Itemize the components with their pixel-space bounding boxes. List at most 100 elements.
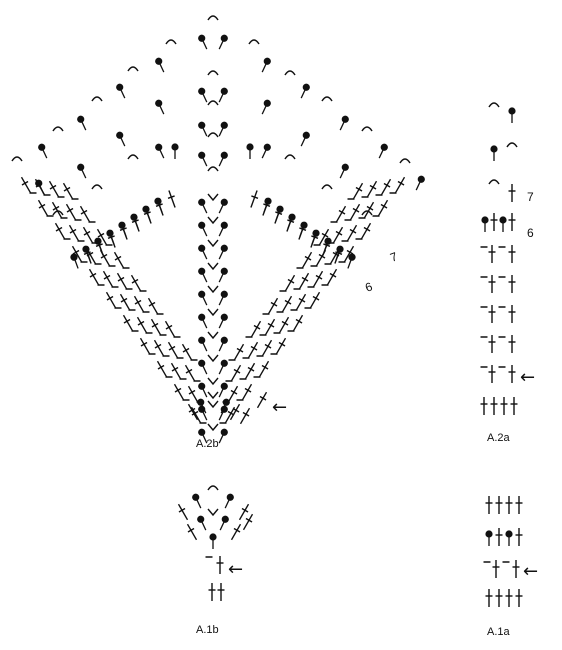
treble-stitch-symbol bbox=[479, 396, 489, 416]
treble-stitch-symbol bbox=[514, 588, 524, 608]
treble-stitch-symbol bbox=[491, 559, 501, 579]
bobble-dot-symbol bbox=[489, 144, 499, 162]
bobble-dot-symbol bbox=[258, 55, 273, 75]
chain-arc-symbol bbox=[207, 70, 219, 76]
bobble-dot-symbol bbox=[336, 113, 351, 133]
treble-stitch-symbol bbox=[507, 274, 517, 294]
chain-arc-symbol bbox=[207, 15, 219, 21]
row-start-arrow-a2a: ← bbox=[520, 367, 535, 388]
chain-arc-symbol bbox=[127, 154, 139, 160]
treble-stitch-symbol bbox=[514, 527, 524, 547]
treble-stitch-symbol bbox=[183, 521, 201, 543]
bobble-dot-symbol bbox=[215, 242, 230, 262]
bobble-dot-symbol bbox=[215, 265, 230, 285]
bobble-dot-symbol bbox=[196, 219, 211, 239]
chevron-symbol bbox=[207, 285, 219, 293]
bobble-dot-symbol bbox=[153, 97, 168, 117]
treble-stitch-symbol bbox=[289, 312, 307, 334]
treble-stitch-symbol bbox=[136, 335, 154, 357]
treble-stitch-symbol bbox=[509, 396, 519, 416]
treble-stitch-symbol bbox=[170, 381, 188, 403]
treble-stitch-symbol bbox=[494, 495, 504, 515]
bobble-dot-symbol bbox=[498, 215, 508, 233]
treble-stitch-symbol bbox=[34, 197, 52, 219]
bobble-dot-symbol bbox=[215, 219, 230, 239]
treble-stitch-symbol bbox=[374, 197, 392, 219]
treble-stitch-symbol bbox=[487, 274, 497, 294]
bobble-dot-symbol bbox=[480, 215, 490, 233]
chevron-symbol bbox=[207, 400, 219, 408]
bobble-dot-symbol bbox=[196, 288, 211, 308]
treble-stitch-symbol bbox=[489, 396, 499, 416]
treble-stitch-symbol bbox=[507, 212, 517, 232]
chain-arc-symbol bbox=[207, 485, 219, 491]
bobble-dot-symbol bbox=[196, 196, 211, 216]
treble-stitch-symbol bbox=[494, 527, 504, 547]
chart-a2a bbox=[479, 102, 519, 416]
chain-arc-symbol bbox=[207, 132, 219, 138]
bobble-dot-symbol bbox=[507, 106, 517, 124]
treble-stitch-symbol bbox=[102, 289, 120, 311]
bobble-dot-symbol bbox=[196, 85, 211, 105]
bobble-dot-symbol bbox=[215, 32, 230, 52]
chain-arc-symbol bbox=[399, 158, 411, 164]
bobble-dot-symbol bbox=[258, 97, 273, 117]
treble-stitch-symbol bbox=[323, 266, 341, 288]
bobble-dot-symbol bbox=[215, 85, 230, 105]
bobble-dot-symbol bbox=[215, 288, 230, 308]
chart-label-a1b: A.1b bbox=[196, 624, 219, 636]
chain-arc-symbol bbox=[321, 96, 333, 102]
treble-stitch-symbol bbox=[164, 188, 180, 210]
chain-arc-symbol bbox=[207, 100, 219, 106]
bobble-dot-symbol bbox=[153, 55, 168, 75]
row-number-6-a2b: 6 bbox=[363, 279, 374, 295]
bobble-dot-symbol bbox=[75, 161, 90, 181]
bobble-dot-symbol bbox=[196, 265, 211, 285]
treble-stitch-symbol bbox=[504, 495, 514, 515]
chain-arc-symbol bbox=[165, 39, 177, 45]
bobble-dot-symbol bbox=[297, 129, 312, 149]
chevron-symbol bbox=[207, 354, 219, 362]
treble-stitch-symbol bbox=[246, 188, 262, 210]
chart-label-a2a: A.2a bbox=[487, 432, 511, 444]
chain-arc-symbol bbox=[284, 154, 296, 160]
bobble-dot-symbol bbox=[208, 532, 218, 550]
bobble-dot-symbol bbox=[75, 113, 90, 133]
chain-arc-symbol bbox=[91, 184, 103, 190]
treble-stitch-symbol bbox=[514, 495, 524, 515]
chain-arc-symbol bbox=[361, 126, 373, 132]
row-number-7-a2a: 7 bbox=[527, 190, 534, 204]
chain-arc-symbol bbox=[11, 156, 23, 162]
chevron-symbol bbox=[207, 308, 219, 316]
bobble-dot-symbol bbox=[196, 334, 211, 354]
chevron-symbol bbox=[207, 423, 219, 431]
bobble-dot-symbol bbox=[196, 380, 211, 400]
bobble-dot-symbol bbox=[68, 251, 83, 271]
chevron-symbol bbox=[207, 391, 219, 399]
treble-stitch-symbol bbox=[489, 212, 499, 232]
treble-stitch-symbol bbox=[391, 174, 409, 196]
treble-stitch-symbol bbox=[487, 304, 497, 324]
chart-label-a1a: A.1a bbox=[487, 626, 511, 638]
bobble-dot-symbol bbox=[215, 196, 230, 216]
bobble-dot-symbol bbox=[195, 513, 210, 533]
chevron-symbol bbox=[207, 216, 219, 224]
chain-arc-symbol bbox=[52, 126, 64, 132]
bobble-dot-symbol bbox=[36, 141, 51, 161]
chevron-symbol bbox=[207, 377, 219, 385]
chain-arc-symbol bbox=[321, 184, 333, 190]
chain-arc-symbol bbox=[284, 70, 296, 76]
bobble-dot-symbol bbox=[215, 357, 230, 377]
bobble-dot-symbol bbox=[114, 81, 129, 101]
chain-arc-symbol bbox=[488, 102, 500, 108]
treble-stitch-symbol bbox=[487, 364, 497, 384]
treble-stitch-symbol bbox=[238, 381, 256, 403]
bobble-dot-symbol bbox=[215, 311, 230, 331]
bobble-dot-symbol bbox=[215, 334, 230, 354]
bobble-dot-symbol bbox=[343, 251, 358, 271]
treble-stitch-symbol bbox=[507, 244, 517, 264]
treble-stitch-symbol bbox=[306, 289, 324, 311]
bobble-dot-symbol bbox=[484, 529, 494, 547]
chevron-symbol bbox=[207, 508, 219, 516]
bobble-dot-symbol bbox=[336, 161, 351, 181]
